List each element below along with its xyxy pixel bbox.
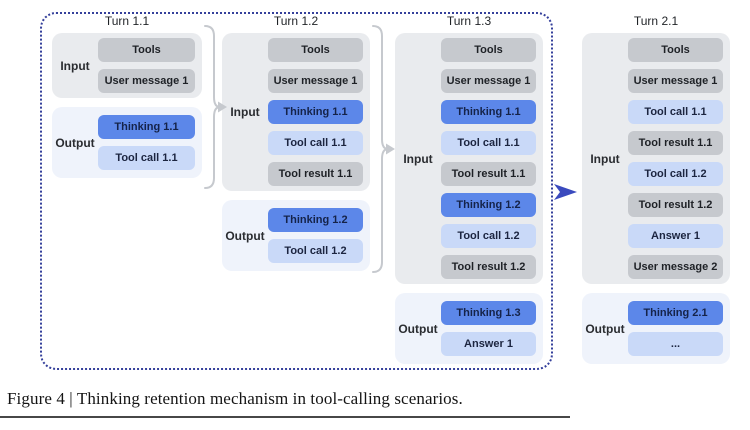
- msg-user-message-2: User message 2: [628, 255, 723, 279]
- msg-thinking-1-1: Thinking 1.1: [268, 100, 363, 124]
- msg-tool-call-1-2: Tool call 1.2: [268, 239, 363, 263]
- input-panel-label: Input: [403, 151, 433, 166]
- msg-tool-call-1-1: Tool call 1.1: [268, 131, 363, 155]
- msg-tool-result-1-2: Tool result 1.2: [441, 255, 536, 279]
- msg-thinking-1-3: Thinking 1.3: [441, 301, 536, 325]
- output-panel-label: Output: [225, 228, 265, 243]
- turn-title: Turn 1.2: [273, 14, 319, 28]
- msg-user-message-1: User message 1: [98, 69, 195, 93]
- turn-title: Turn 1.3: [446, 14, 492, 28]
- msg-user-message-1: User message 1: [628, 69, 723, 93]
- next-turn-arrow-icon: [554, 184, 577, 200]
- msg-tools: Tools: [628, 38, 723, 62]
- turn-group-dashed-border: [40, 12, 553, 370]
- brace-arrow-connector-2: [372, 25, 395, 273]
- msg-thinking-1-2: Thinking 1.2: [441, 193, 536, 217]
- msg-tool-result-1-1: Tool result 1.1: [441, 162, 536, 186]
- msg-tool-call-1-2: Tool call 1.2: [441, 224, 536, 248]
- msg-answer-1: Answer 1: [628, 224, 723, 248]
- output-panel-label: Output: [398, 321, 438, 336]
- msg-thinking-1-1: Thinking 1.1: [441, 100, 536, 124]
- msg-tools: Tools: [98, 38, 195, 62]
- input-panel-label: Input: [590, 151, 620, 166]
- msg-thinking-1-2: Thinking 1.2: [268, 208, 363, 232]
- msg-ellipsis: ...: [628, 332, 723, 356]
- turn-title: Turn 1.1: [104, 14, 150, 28]
- msg-tool-result-1-1: Tool result 1.1: [628, 131, 723, 155]
- msg-tools: Tools: [441, 38, 536, 62]
- msg-thinking-2-1: Thinking 2.1: [628, 301, 723, 325]
- msg-user-message-1: User message 1: [268, 69, 363, 93]
- msg-thinking-1-1: Thinking 1.1: [98, 115, 195, 139]
- turn-title: Turn 2.1: [633, 14, 679, 28]
- page-rule: [0, 416, 570, 418]
- msg-tools: Tools: [268, 38, 363, 62]
- input-panel-label: Input: [60, 58, 90, 73]
- msg-tool-result-1-2: Tool result 1.2: [628, 193, 723, 217]
- message-stack: Thinking 2.1...: [628, 301, 723, 356]
- input-panel-label: Input: [230, 105, 260, 119]
- output-panel-label: Output: [585, 321, 625, 336]
- msg-user-message-1: User message 1: [441, 69, 536, 93]
- figure-caption: Figure 4 | Thinking retention mechanism …: [7, 389, 463, 408]
- msg-answer-1: Answer 1: [441, 332, 536, 356]
- msg-tool-call-1-1: Tool call 1.1: [441, 131, 536, 155]
- msg-tool-result-1-1: Tool result 1.1: [268, 162, 363, 186]
- msg-tool-call-1-2: Tool call 1.2: [628, 162, 723, 186]
- msg-tool-call-1-1: Tool call 1.1: [98, 146, 195, 170]
- brace-arrow-connector-1: [204, 25, 227, 189]
- output-panel-label: Output: [55, 135, 95, 150]
- msg-tool-call-1-1: Tool call 1.1: [628, 100, 723, 124]
